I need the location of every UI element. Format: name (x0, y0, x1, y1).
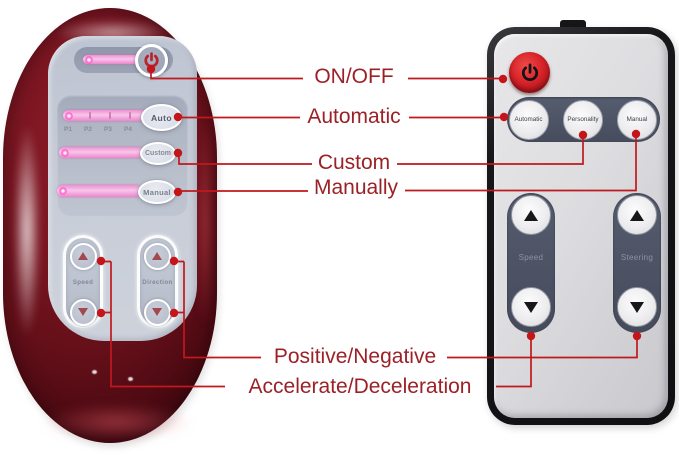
power-slider-bar (83, 55, 140, 64)
mode-button-strip: Automatic Personality Manual (507, 97, 660, 142)
gloss-speckle (128, 377, 133, 381)
mode-slider-section: Auto P1 P2 P3 P4 Custom Manual (57, 95, 188, 216)
preset-label-p3: P3 (104, 126, 112, 133)
slider-tick (109, 112, 111, 119)
custom-button[interactable]: Custom (140, 142, 176, 165)
annotation-label-positive-negative: Positive/Negative (273, 345, 437, 368)
down-arrow-icon (152, 308, 162, 316)
gloss-highlight (14, 123, 40, 338)
speed-rocker: Speed (507, 193, 555, 333)
gloss-highlight (196, 118, 214, 328)
steering-up-button[interactable] (617, 195, 657, 235)
power-icon (521, 63, 538, 81)
down-arrow-icon (630, 301, 644, 313)
power-icon (144, 52, 159, 68)
preset-labels: P1 P2 P3 P4 (64, 126, 132, 133)
speed-up-button[interactable] (511, 195, 551, 235)
slider-tick (89, 112, 91, 119)
panel-power-button[interactable] (135, 44, 168, 77)
steering-rocker-label: Steering (620, 253, 654, 262)
direction-down-button[interactable] (143, 298, 171, 326)
remote-faceplate: Automatic Personality Manual Speed Steer… (494, 34, 668, 418)
speed-down-button[interactable] (69, 298, 97, 326)
down-arrow-icon (524, 301, 538, 313)
slider-tick (129, 112, 131, 119)
steering-rocker: Steering (613, 193, 661, 333)
custom-slider-bar (59, 147, 143, 158)
annotation-label-manually: Manually (313, 176, 399, 199)
speed-up-button[interactable] (69, 242, 97, 270)
mode-button-automatic[interactable]: Automatic (508, 99, 549, 140)
up-arrow-icon (524, 209, 538, 221)
manual-button[interactable]: Manual (138, 180, 176, 204)
manual-slider-bar (57, 185, 142, 197)
preset-label-p2: P2 (84, 126, 92, 133)
direction-pad: Direction (137, 235, 178, 328)
auto-slider-bar (63, 110, 147, 121)
up-arrow-icon (78, 252, 88, 260)
mode-button-personality[interactable]: Personality (563, 99, 603, 140)
gloss-highlight (41, 404, 193, 440)
up-arrow-icon (630, 209, 644, 221)
direction-pad-label: Direction (142, 279, 173, 286)
annotation-label-custom: Custom (317, 151, 391, 174)
steering-down-button[interactable] (617, 287, 657, 327)
up-arrow-icon (152, 252, 162, 260)
remote-control: Automatic Personality Manual Speed Steer… (487, 27, 675, 425)
speed-rocker-label: Speed (518, 253, 544, 262)
preset-label-p4: P4 (124, 126, 132, 133)
preset-label-p1: P1 (64, 126, 72, 133)
panel-surface: Auto P1 P2 P3 P4 Custom Manual Speed (48, 36, 197, 341)
speed-pad-label: Speed (72, 279, 94, 286)
annotation-label-automatic: Automatic (307, 105, 401, 128)
annotation-label-accelerate-deceleration: Accelerate/Deceleration (248, 375, 472, 398)
annotation-label-on-off: ON/OFF (314, 65, 394, 88)
speed-pad: Speed (63, 235, 103, 328)
speed-down-button[interactable] (511, 287, 551, 327)
remote-ir-bump (560, 20, 586, 30)
gloss-speckle (92, 370, 97, 374)
mode-button-manual[interactable]: Manual (617, 99, 657, 140)
direction-up-button[interactable] (143, 242, 171, 270)
auto-button[interactable]: Auto (141, 104, 182, 131)
down-arrow-icon (78, 308, 88, 316)
remote-power-button[interactable] (509, 52, 550, 93)
